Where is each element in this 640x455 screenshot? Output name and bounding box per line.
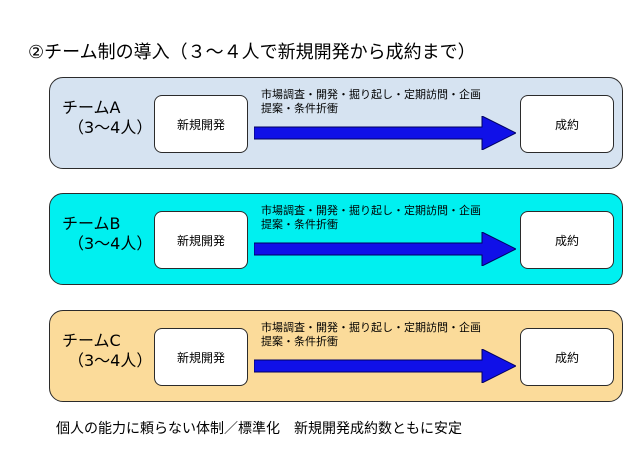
team-a-end-box: 成約 <box>520 95 614 153</box>
team-b-name: チームB <box>62 214 121 233</box>
team-a-process-text: 市場調査・開発・掘り起し・定期訪問・企画 提案・条件折衝 <box>261 88 481 116</box>
team-a-arrow-shape <box>254 116 516 150</box>
team-b-panel: チームB （3～4人） 新規開発 市場調査・開発・掘り起し・定期訪問・企画 提案… <box>49 193 623 285</box>
team-c-arrow-shape <box>254 349 516 383</box>
team-c-arrow-icon <box>254 349 516 383</box>
team-b-size: （3～4人） <box>68 234 153 253</box>
team-c-process-line2: 提案・条件折衝 <box>261 335 338 348</box>
team-b-process-line1: 市場調査・開発・掘り起し・定期訪問・企画 <box>261 204 481 217</box>
team-b-arrow-icon <box>254 232 516 266</box>
team-a-size: （3～4人） <box>68 118 153 137</box>
team-a-process-line2: 提案・条件折衝 <box>261 102 338 115</box>
team-b-process-text: 市場調査・開発・掘り起し・定期訪問・企画 提案・条件折衝 <box>261 204 481 232</box>
team-a-panel: チームA （3～4人） 新規開発 市場調査・開発・掘り起し・定期訪問・企画 提案… <box>49 77 623 169</box>
team-b-process-line2: 提案・条件折衝 <box>261 218 338 231</box>
team-a-label: チームA （3～4人） <box>62 98 152 138</box>
team-c-name: チームC <box>62 331 121 350</box>
team-c-size: （3～4人） <box>68 351 153 370</box>
team-b-end-box: 成約 <box>520 211 614 269</box>
team-a-process-line1: 市場調査・開発・掘り起し・定期訪問・企画 <box>261 88 481 101</box>
team-b-arrow-shape <box>254 232 516 266</box>
page-title: ②チーム制の導入（３～４人で新規開発から成約まで） <box>28 42 476 63</box>
team-b-label: チームB （3～4人） <box>62 214 152 254</box>
team-a-arrow-icon <box>254 116 516 150</box>
team-b-start-box: 新規開発 <box>154 211 248 269</box>
team-c-end-box: 成約 <box>520 328 614 386</box>
team-c-panel: チームC （3～4人） 新規開発 市場調査・開発・掘り起し・定期訪問・企画 提案… <box>49 310 623 402</box>
footer-note: 個人の能力に頼らない体制／標準化 新規開発成約数ともに安定 <box>56 421 462 437</box>
team-a-start-box: 新規開発 <box>154 95 248 153</box>
team-c-process-text: 市場調査・開発・掘り起し・定期訪問・企画 提案・条件折衝 <box>261 321 481 349</box>
team-c-start-box: 新規開発 <box>154 328 248 386</box>
team-a-name: チームA <box>62 98 121 117</box>
team-c-process-line1: 市場調査・開発・掘り起し・定期訪問・企画 <box>261 321 481 334</box>
team-c-label: チームC （3～4人） <box>62 331 152 371</box>
